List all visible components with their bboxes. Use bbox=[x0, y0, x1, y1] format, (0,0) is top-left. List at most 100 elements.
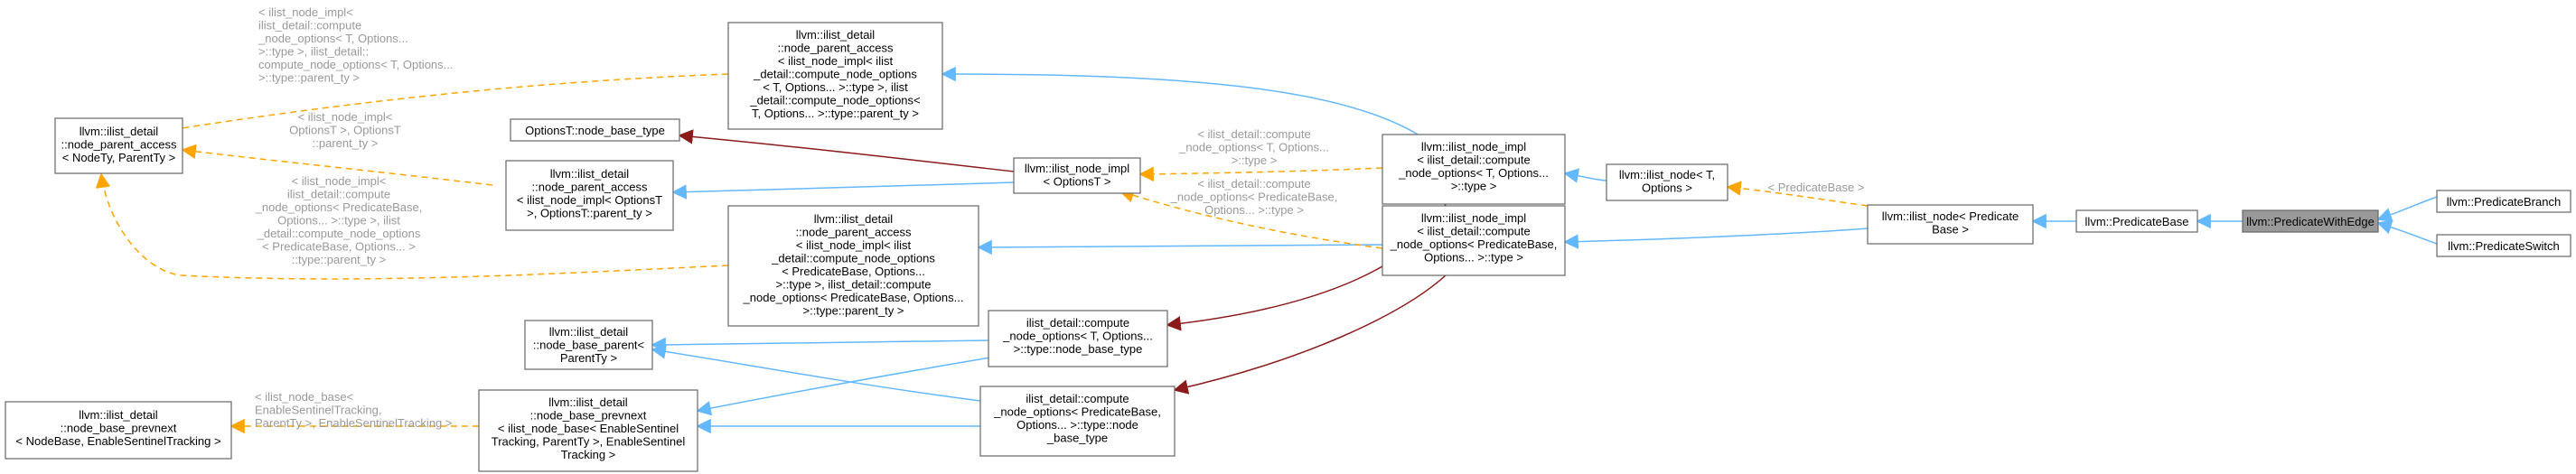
text-line: llvm::ilist_detail bbox=[814, 212, 894, 226]
svg-text:ilist_detail::compute_node_opt: ilist_detail::compute_node_options< Pred… bbox=[993, 392, 1161, 445]
text-line: < NodeBase, EnableSentinelTracking > bbox=[15, 434, 220, 448]
text-line: ilist_detail::compute bbox=[1026, 316, 1129, 330]
text-line: >::type >, ilist_detail:: bbox=[258, 45, 369, 59]
edge-label-npa-impl-opt: < ilist_node_impl<OptionsT >, OptionsT::… bbox=[289, 110, 401, 150]
class-node-parent-access-impl-compute-pb[interactable]: llvm::ilist_detail::node_parent_access< … bbox=[727, 205, 979, 327]
text-line: llvm::PredicateBranch bbox=[2447, 195, 2561, 209]
text-line: Options... >::type > bbox=[1424, 251, 1523, 265]
text-line: _base_type bbox=[1046, 432, 1108, 445]
edge-tmpl-npa-impl-opt bbox=[181, 144, 493, 186]
text-line: < ilist_detail::compute bbox=[1197, 177, 1310, 191]
text-line: T, Options... >::type::parent_ty > bbox=[752, 107, 919, 120]
svg-text:llvm::ilist_node_impl< Options: llvm::ilist_node_impl< OptionsT > bbox=[1025, 162, 1129, 189]
text-line: llvm::ilist_detail bbox=[79, 408, 158, 422]
edge-label-opt-pb: < ilist_detail::compute_node_options< Pr… bbox=[1170, 177, 1338, 217]
svg-text:OptionsT::node_base_type: OptionsT::node_base_type bbox=[525, 124, 665, 137]
text-line: < ilist_node_base< EnableSentinel bbox=[498, 422, 679, 435]
svg-text:ilist_detail::compute_node_opt: ilist_detail::compute_node_options< T, O… bbox=[1002, 316, 1153, 356]
text-line: >::type >, ilist_detail::compute bbox=[776, 278, 932, 292]
edge-ilistnode-t-to-nodeimpl-t bbox=[1563, 168, 1607, 183]
text-line: >::type::node_base_type bbox=[1014, 342, 1143, 356]
text-line: ::node_base_prevnext bbox=[61, 422, 177, 435]
text-line: llvm::PredicateWithEdge bbox=[2246, 215, 2375, 228]
text-line: ::node_base_parent< bbox=[533, 339, 644, 352]
text-line: >, OptionsT::parent_ty > bbox=[527, 207, 652, 220]
text-line: llvm::PredicateBase bbox=[2085, 215, 2189, 228]
text-line: llvm::ilist_detail bbox=[550, 167, 630, 181]
svg-text:llvm::ilist_detail::node_paren: llvm::ilist_detail::node_parent_access< … bbox=[749, 28, 920, 120]
text-line: _detail::compute_node_options bbox=[771, 252, 935, 265]
text-line: < ilist_node_impl< ilist bbox=[796, 238, 912, 252]
text-line: < PredicateBase > bbox=[1768, 181, 1865, 194]
text-line: _node_options< T, Options... bbox=[1178, 141, 1329, 154]
edge-cnoT-to-nbprev bbox=[696, 355, 1002, 416]
text-line: ilist_detail::compute bbox=[1026, 392, 1129, 405]
edge-nodeimpl-t-to-npa-impl-ct bbox=[941, 66, 1420, 136]
edge-nodeimpl-pb-to-cnopb bbox=[1173, 274, 1447, 395]
nodes: llvm::ilist_detail::node_parent_access< … bbox=[5, 22, 2571, 472]
text-line: llvm::ilist_node< T, bbox=[1619, 168, 1715, 181]
edge-ilistnode-pb-to-nodeimpl-pb bbox=[1563, 228, 1869, 249]
text-line: llvm::ilist_detail bbox=[549, 325, 629, 339]
text-line: ParentTy >, EnableSentinelTracking > bbox=[255, 416, 452, 430]
text-line: < T, Options... >::type >, ilist bbox=[763, 80, 908, 94]
edge-label-opt-T: < ilist_detail::compute_node_options< T,… bbox=[1178, 127, 1329, 167]
text-line: _node_options< PredicateBase, bbox=[993, 405, 1161, 419]
text-line: _detail::compute_node_options bbox=[753, 68, 917, 81]
class-ilist-node-impl-optionst[interactable]: llvm::ilist_node_impl< OptionsT > bbox=[1013, 157, 1141, 194]
class-node-base-prevnext-ilist-node-base[interactable]: llvm::ilist_detail::node_base_prevnext< … bbox=[478, 389, 698, 472]
class-compute-node-options-pb-node-base-type[interactable]: ilist_detail::compute_node_options< Pred… bbox=[979, 386, 1176, 457]
text-line: < ilist_detail::compute bbox=[1197, 127, 1310, 141]
svg-text:llvm::PredicateBase: llvm::PredicateBase bbox=[2085, 215, 2189, 228]
edge-tmpl-npa-impl-ct bbox=[145, 73, 729, 139]
class-predicatebase[interactable]: llvm::PredicateBase bbox=[2075, 209, 2198, 233]
class-predicateswitch[interactable]: llvm::PredicateSwitch bbox=[2436, 234, 2571, 257]
edge-tmpl-opt-pb bbox=[1119, 188, 1383, 249]
class-ilist-node-t-options[interactable]: llvm::ilist_node< T,Options > bbox=[1606, 163, 1728, 201]
text-line: < ilist_node_impl< bbox=[292, 174, 387, 188]
text-line: compute_node_options< T, Options... bbox=[258, 58, 454, 71]
svg-text:llvm::ilist_node_impl< ilist_d: llvm::ilist_node_impl< ilist_detail::com… bbox=[1390, 211, 1558, 265]
text-line: llvm::ilist_detail bbox=[548, 395, 628, 409]
class-node-base-parent[interactable]: llvm::ilist_detail::node_base_parent<Par… bbox=[524, 320, 653, 370]
text-line: ParentTy > bbox=[560, 351, 617, 365]
edge-label-predbase: < PredicateBase > bbox=[1768, 181, 1865, 194]
text-line: Options... >::type >, ilist bbox=[277, 214, 400, 228]
text-line: EnableSentinelTracking, bbox=[255, 404, 381, 417]
svg-text:llvm::ilist_detail::node_paren: llvm::ilist_detail::node_parent_access< … bbox=[743, 212, 964, 318]
text-line: ::node_base_prevnext bbox=[530, 409, 647, 423]
edges bbox=[95, 66, 2438, 434]
class-node-parent-access-impl-compute-t[interactable]: llvm::ilist_detail::node_parent_access< … bbox=[727, 22, 943, 130]
class-node-parent-access-nodety[interactable]: llvm::ilist_detail::node_parent_access< … bbox=[54, 117, 183, 174]
text-line: >::type::parent_ty > bbox=[802, 304, 904, 318]
text-line: llvm::ilist_detail bbox=[80, 125, 159, 138]
text-line: >::type > bbox=[1232, 153, 1278, 167]
svg-text:llvm::ilist_detail::node_base_: llvm::ilist_detail::node_base_prevnext< … bbox=[492, 395, 686, 461]
edge-nodeimpl-opt-to-npa-impl-opt bbox=[671, 181, 1015, 200]
edge-label-npa-impl-ct: < ilist_node_impl<ilist_detail::compute_… bbox=[258, 5, 454, 85]
class-ilist-node-impl-compute-pb[interactable]: llvm::ilist_node_impl< ilist_detail::com… bbox=[1382, 205, 1566, 276]
text-line: _node_options< PredicateBase, bbox=[1390, 237, 1558, 251]
class-compute-node-options-t-node-base-type[interactable]: ilist_detail::compute_node_options< T, O… bbox=[988, 310, 1168, 367]
class-predicatebranch[interactable]: llvm::PredicateBranch bbox=[2436, 190, 2571, 213]
text-line: llvm::ilist_node_impl bbox=[1421, 140, 1526, 153]
svg-text:llvm::ilist_detail::node_base_: llvm::ilist_detail::node_base_prevnext< … bbox=[15, 408, 220, 448]
text-line: < ilist_detail::compute bbox=[1417, 225, 1530, 238]
text-line: ::parent_ty > bbox=[313, 136, 379, 150]
svg-text:llvm::ilist_node< PredicateBas: llvm::ilist_node< PredicateBase > bbox=[1882, 209, 2019, 237]
text-line: ::node_parent_access bbox=[532, 181, 648, 194]
edge-tmpl-npa-impl-pb bbox=[95, 172, 729, 280]
class-node-base-prevnext-nodebase[interactable]: llvm::ilist_detail::node_base_prevnext< … bbox=[5, 401, 232, 460]
class-node-parent-access-impl-optionst[interactable]: llvm::ilist_detail::node_parent_access< … bbox=[505, 160, 674, 231]
text-line: >::type::parent_ty > bbox=[258, 71, 360, 85]
svg-text:llvm::PredicateBranch: llvm::PredicateBranch bbox=[2447, 195, 2561, 209]
class-ilist-node-impl-compute-t[interactable]: llvm::ilist_node_impl< ilist_detail::com… bbox=[1382, 134, 1566, 205]
edge-switch-to-pwe bbox=[2376, 219, 2438, 245]
text-line: < ilist_node_impl< bbox=[258, 5, 353, 19]
text-line: llvm::ilist_node< Predicate bbox=[1882, 209, 2019, 223]
text-line: _node_options< PredicateBase, Options... bbox=[743, 291, 964, 304]
class-predicatewithedge[interactable]: llvm::PredicateWithEdge bbox=[2242, 209, 2379, 233]
class-optionst-node-base-type[interactable]: OptionsT::node_base_type bbox=[510, 118, 680, 142]
